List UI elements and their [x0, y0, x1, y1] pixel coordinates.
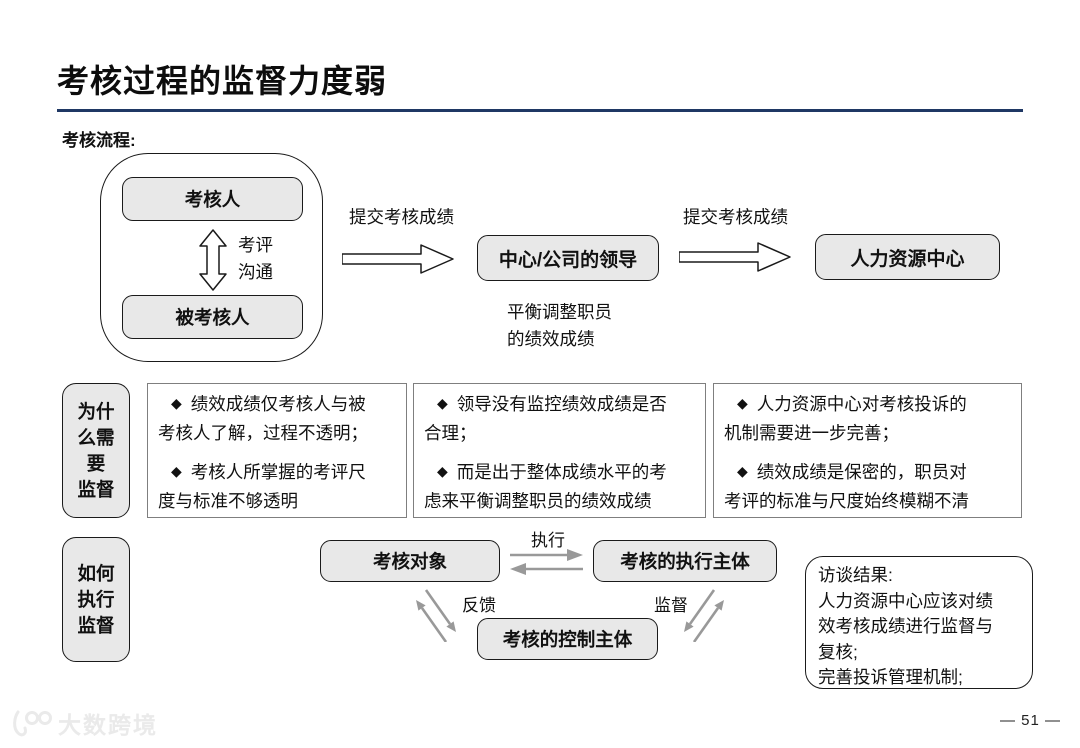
assessor-node: 考核人: [122, 177, 303, 221]
execute-arrows-icon: [510, 549, 583, 575]
watermark-text: 大数跨境: [58, 712, 158, 738]
section-label: 考核流程:: [62, 131, 136, 150]
why-box-1: ◆绩效成绩仅考核人与被 考核人了解，过程不透明； ◆考核人所掌握的考评尺 度与标…: [147, 383, 407, 518]
execute-label: 执行: [531, 531, 565, 550]
bullet-item: ◆人力资源中心对考核投诉的 机制需要进一步完善；: [724, 394, 967, 443]
bullet-item: ◆绩效成绩仅考核人与被 考核人了解，过程不透明；: [158, 394, 368, 443]
watermark: 大数跨境: [10, 706, 158, 740]
diamond-bullet-icon: ◆: [737, 395, 748, 411]
interview-result-box: 访谈结果: 人力资源中心应该对绩 效考核成绩进行监督与 复核; 完善投诉管理机制…: [805, 556, 1033, 689]
page-number: — 51 —: [1000, 712, 1062, 729]
assessment-controller-label: 考核的控制主体: [502, 629, 633, 650]
submit-score-label-2: 提交考核成绩: [683, 207, 788, 227]
diamond-bullet-icon: ◆: [437, 463, 448, 479]
bullet-item: ◆领导没有监控绩效成绩是否 合理；: [424, 394, 667, 443]
communication-double-arrow-icon: [199, 229, 227, 291]
assessment-executor-node: 考核的执行主体: [593, 540, 777, 582]
title-underline: [57, 109, 1023, 112]
leader-label: 中心/公司的领导: [498, 249, 638, 271]
feedback-label: 反馈: [462, 596, 496, 615]
diamond-bullet-icon: ◆: [171, 395, 182, 411]
supervise-label: 监督: [654, 596, 688, 615]
assessment-target-node: 考核对象: [320, 540, 500, 582]
leader-node: 中心/公司的领导: [477, 235, 659, 281]
hr-center-label: 人力资源中心: [850, 248, 965, 270]
assessment-target-label: 考核对象: [372, 551, 447, 572]
diamond-bullet-icon: ◆: [737, 463, 748, 479]
submit-block-arrow-icon-2: [679, 242, 791, 272]
leader-note: 平衡调整职员 的绩效成绩: [507, 302, 612, 349]
how-supervise-label: 如何 执行 监督: [62, 537, 130, 662]
supervise-arrows-icon: [684, 589, 724, 642]
page-title: 考核过程的监督力度弱: [57, 63, 388, 99]
bullet-item: ◆考核人所掌握的考评尺 度与标准不够透明: [158, 462, 366, 511]
assessment-executor-label: 考核的执行主体: [620, 551, 750, 572]
assessor-label: 考核人: [184, 189, 241, 210]
submit-block-arrow-icon-1: [342, 244, 454, 274]
why-supervise-label: 为什 么需 要 监督: [62, 383, 130, 518]
submit-score-label-1: 提交考核成绩: [349, 207, 454, 227]
watermark-logo-icon: [13, 710, 52, 737]
bullet-item: ◆而是出于整体成绩水平的考 虑来平衡调整职员的绩效成绩: [424, 462, 667, 511]
diamond-bullet-icon: ◆: [437, 395, 448, 411]
assessee-node: 被考核人: [122, 295, 303, 339]
why-box-3: ◆人力资源中心对考核投诉的 机制需要进一步完善； ◆绩效成绩是保密的，职员对 考…: [713, 383, 1022, 518]
assessee-label: 被考核人: [175, 307, 250, 328]
diamond-bullet-icon: ◆: [171, 463, 182, 479]
why-box-2: ◆领导没有监控绩效成绩是否 合理； ◆而是出于整体成绩水平的考 虑来平衡调整职员…: [413, 383, 706, 518]
assessment-controller-node: 考核的控制主体: [477, 618, 658, 660]
bullet-item: ◆绩效成绩是保密的，职员对 考评的标准与尺度始终模糊不清: [724, 462, 969, 511]
feedback-arrows-icon: [416, 589, 456, 642]
communication-label: 考评 沟通: [238, 235, 273, 282]
hr-center-node: 人力资源中心: [815, 234, 1000, 280]
